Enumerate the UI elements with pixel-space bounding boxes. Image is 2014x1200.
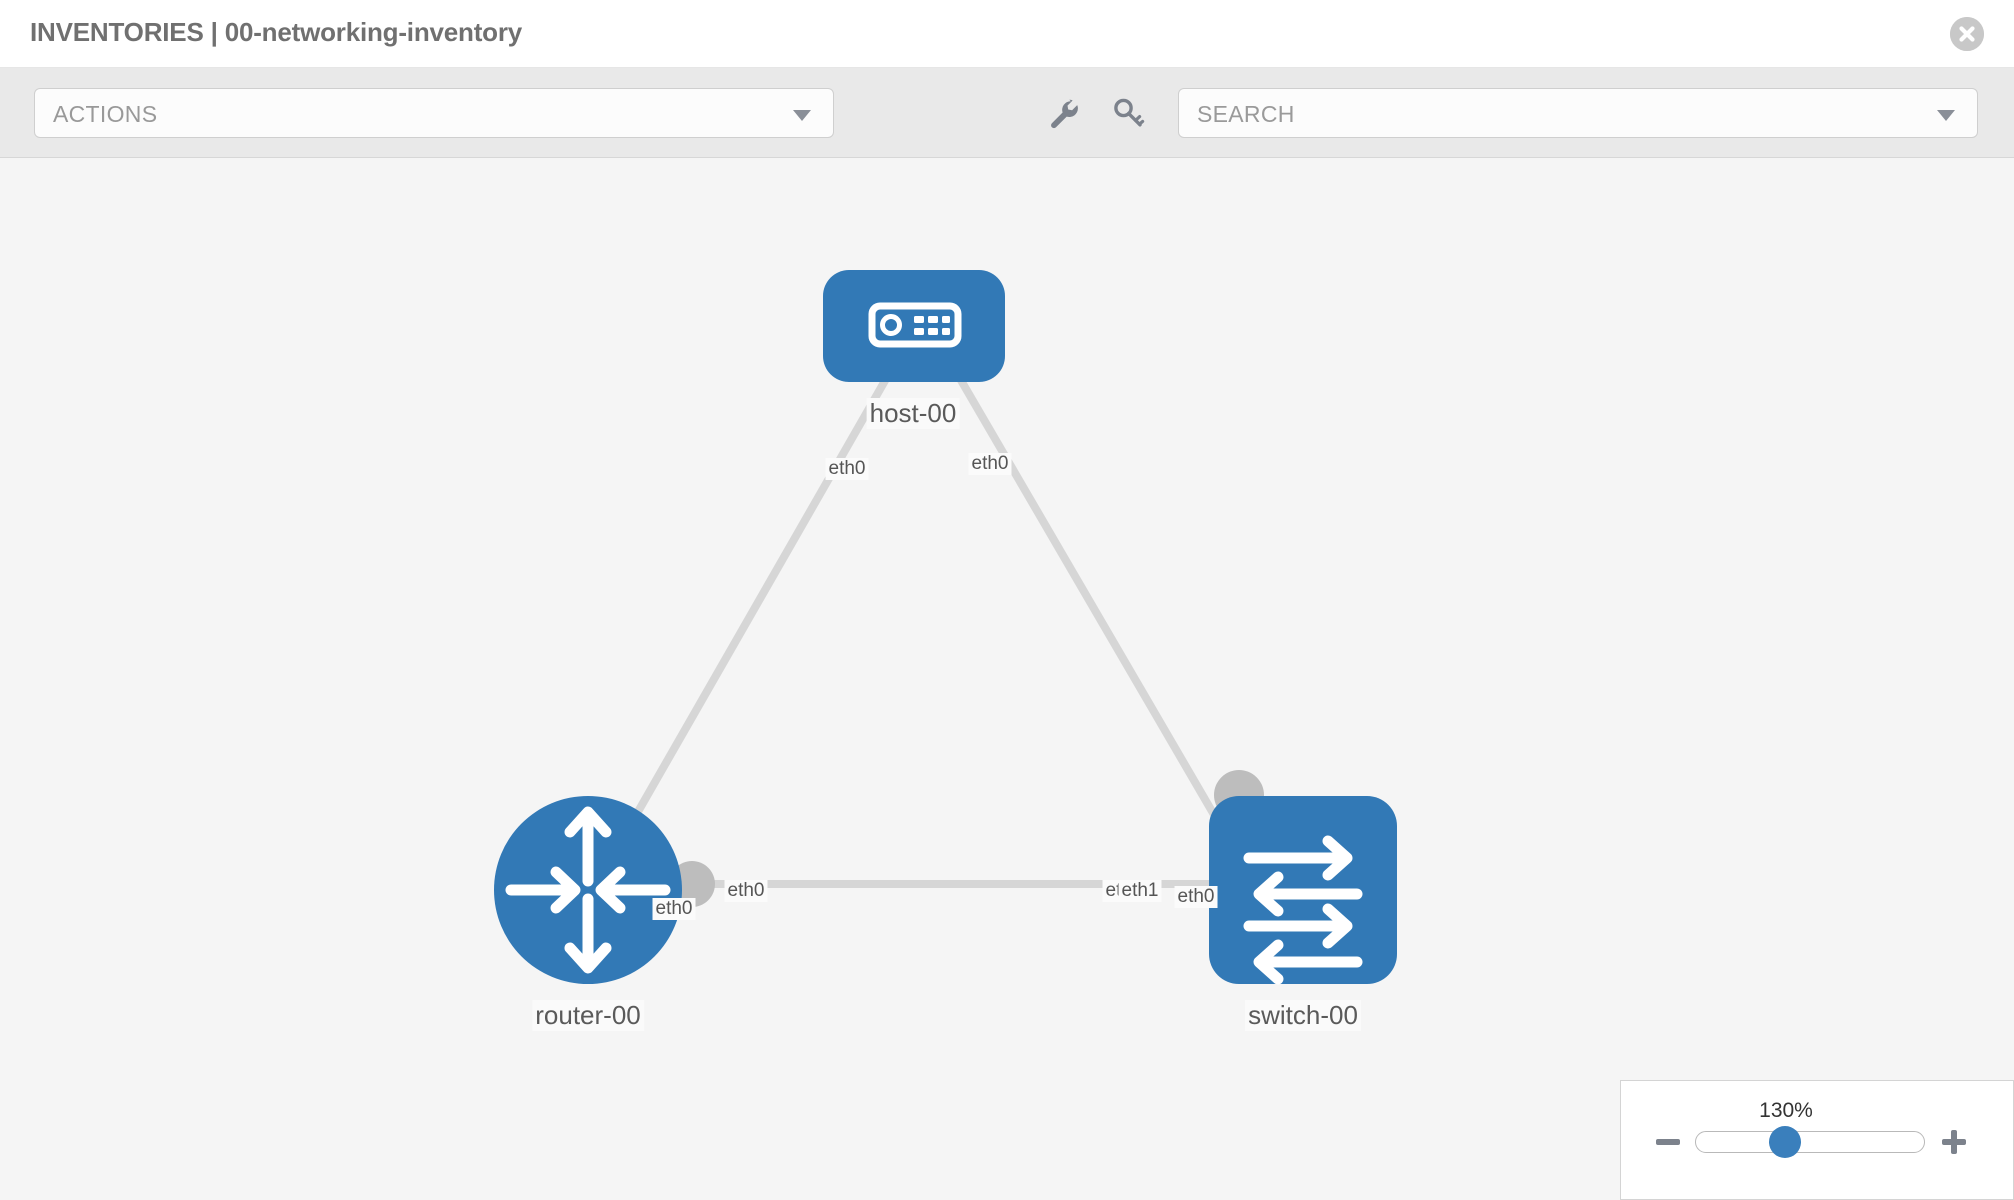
search-input[interactable]: SEARCH — [1178, 88, 1978, 138]
link-host-switch[interactable] — [944, 355, 1249, 871]
topology-canvas[interactable]: host-00 router-00 switch-00 eth0 eth0 et… — [0, 158, 2014, 1200]
edge-label: eth0 — [652, 898, 696, 920]
link-host-router[interactable] — [596, 356, 902, 880]
key-icon[interactable] — [1110, 96, 1146, 132]
zoom-slider-thumb[interactable] — [1769, 1126, 1801, 1158]
topology-graph — [494, 270, 1397, 985]
plus-icon[interactable] — [1939, 1127, 1969, 1157]
toolbar: ACTIONS SEARCH — [0, 68, 2014, 158]
zoom-percent-label: 130% — [1759, 1099, 1813, 1122]
wrench-icon[interactable] — [1046, 96, 1082, 132]
zoom-slider[interactable] — [1695, 1131, 1925, 1153]
node-switch-00[interactable] — [1209, 796, 1397, 985]
zoom-control-panel: 130% — [1620, 1080, 2014, 1200]
page-title: INVENTORIES | 00-networking-inventory — [30, 17, 523, 47]
actions-dropdown-label: ACTIONS — [53, 101, 158, 127]
node-router-00[interactable] — [494, 796, 682, 984]
node-label-router-00: router-00 — [532, 1000, 644, 1031]
chevron-down-icon — [793, 110, 811, 121]
actions-dropdown[interactable]: ACTIONS — [34, 88, 834, 138]
chevron-down-icon[interactable] — [1937, 110, 1955, 121]
node-label-switch-00: switch-00 — [1245, 1000, 1361, 1031]
page-header: INVENTORIES | 00-networking-inventory — [0, 0, 2014, 68]
close-icon[interactable] — [1950, 17, 1984, 51]
topology-links — [596, 355, 1249, 888]
minus-icon[interactable] — [1653, 1127, 1683, 1157]
node-label-host-00: host-00 — [866, 398, 960, 429]
edge-label: eth0 — [825, 458, 869, 480]
edge-label: eth0 — [724, 880, 768, 902]
edge-label: eth0 — [968, 453, 1012, 475]
topology-ports — [669, 325, 1264, 907]
edge-label: eth0 — [1174, 886, 1218, 908]
edge-label: eth1 — [1118, 880, 1162, 902]
search-placeholder: SEARCH — [1197, 101, 1295, 127]
node-host-00[interactable] — [823, 270, 1005, 382]
